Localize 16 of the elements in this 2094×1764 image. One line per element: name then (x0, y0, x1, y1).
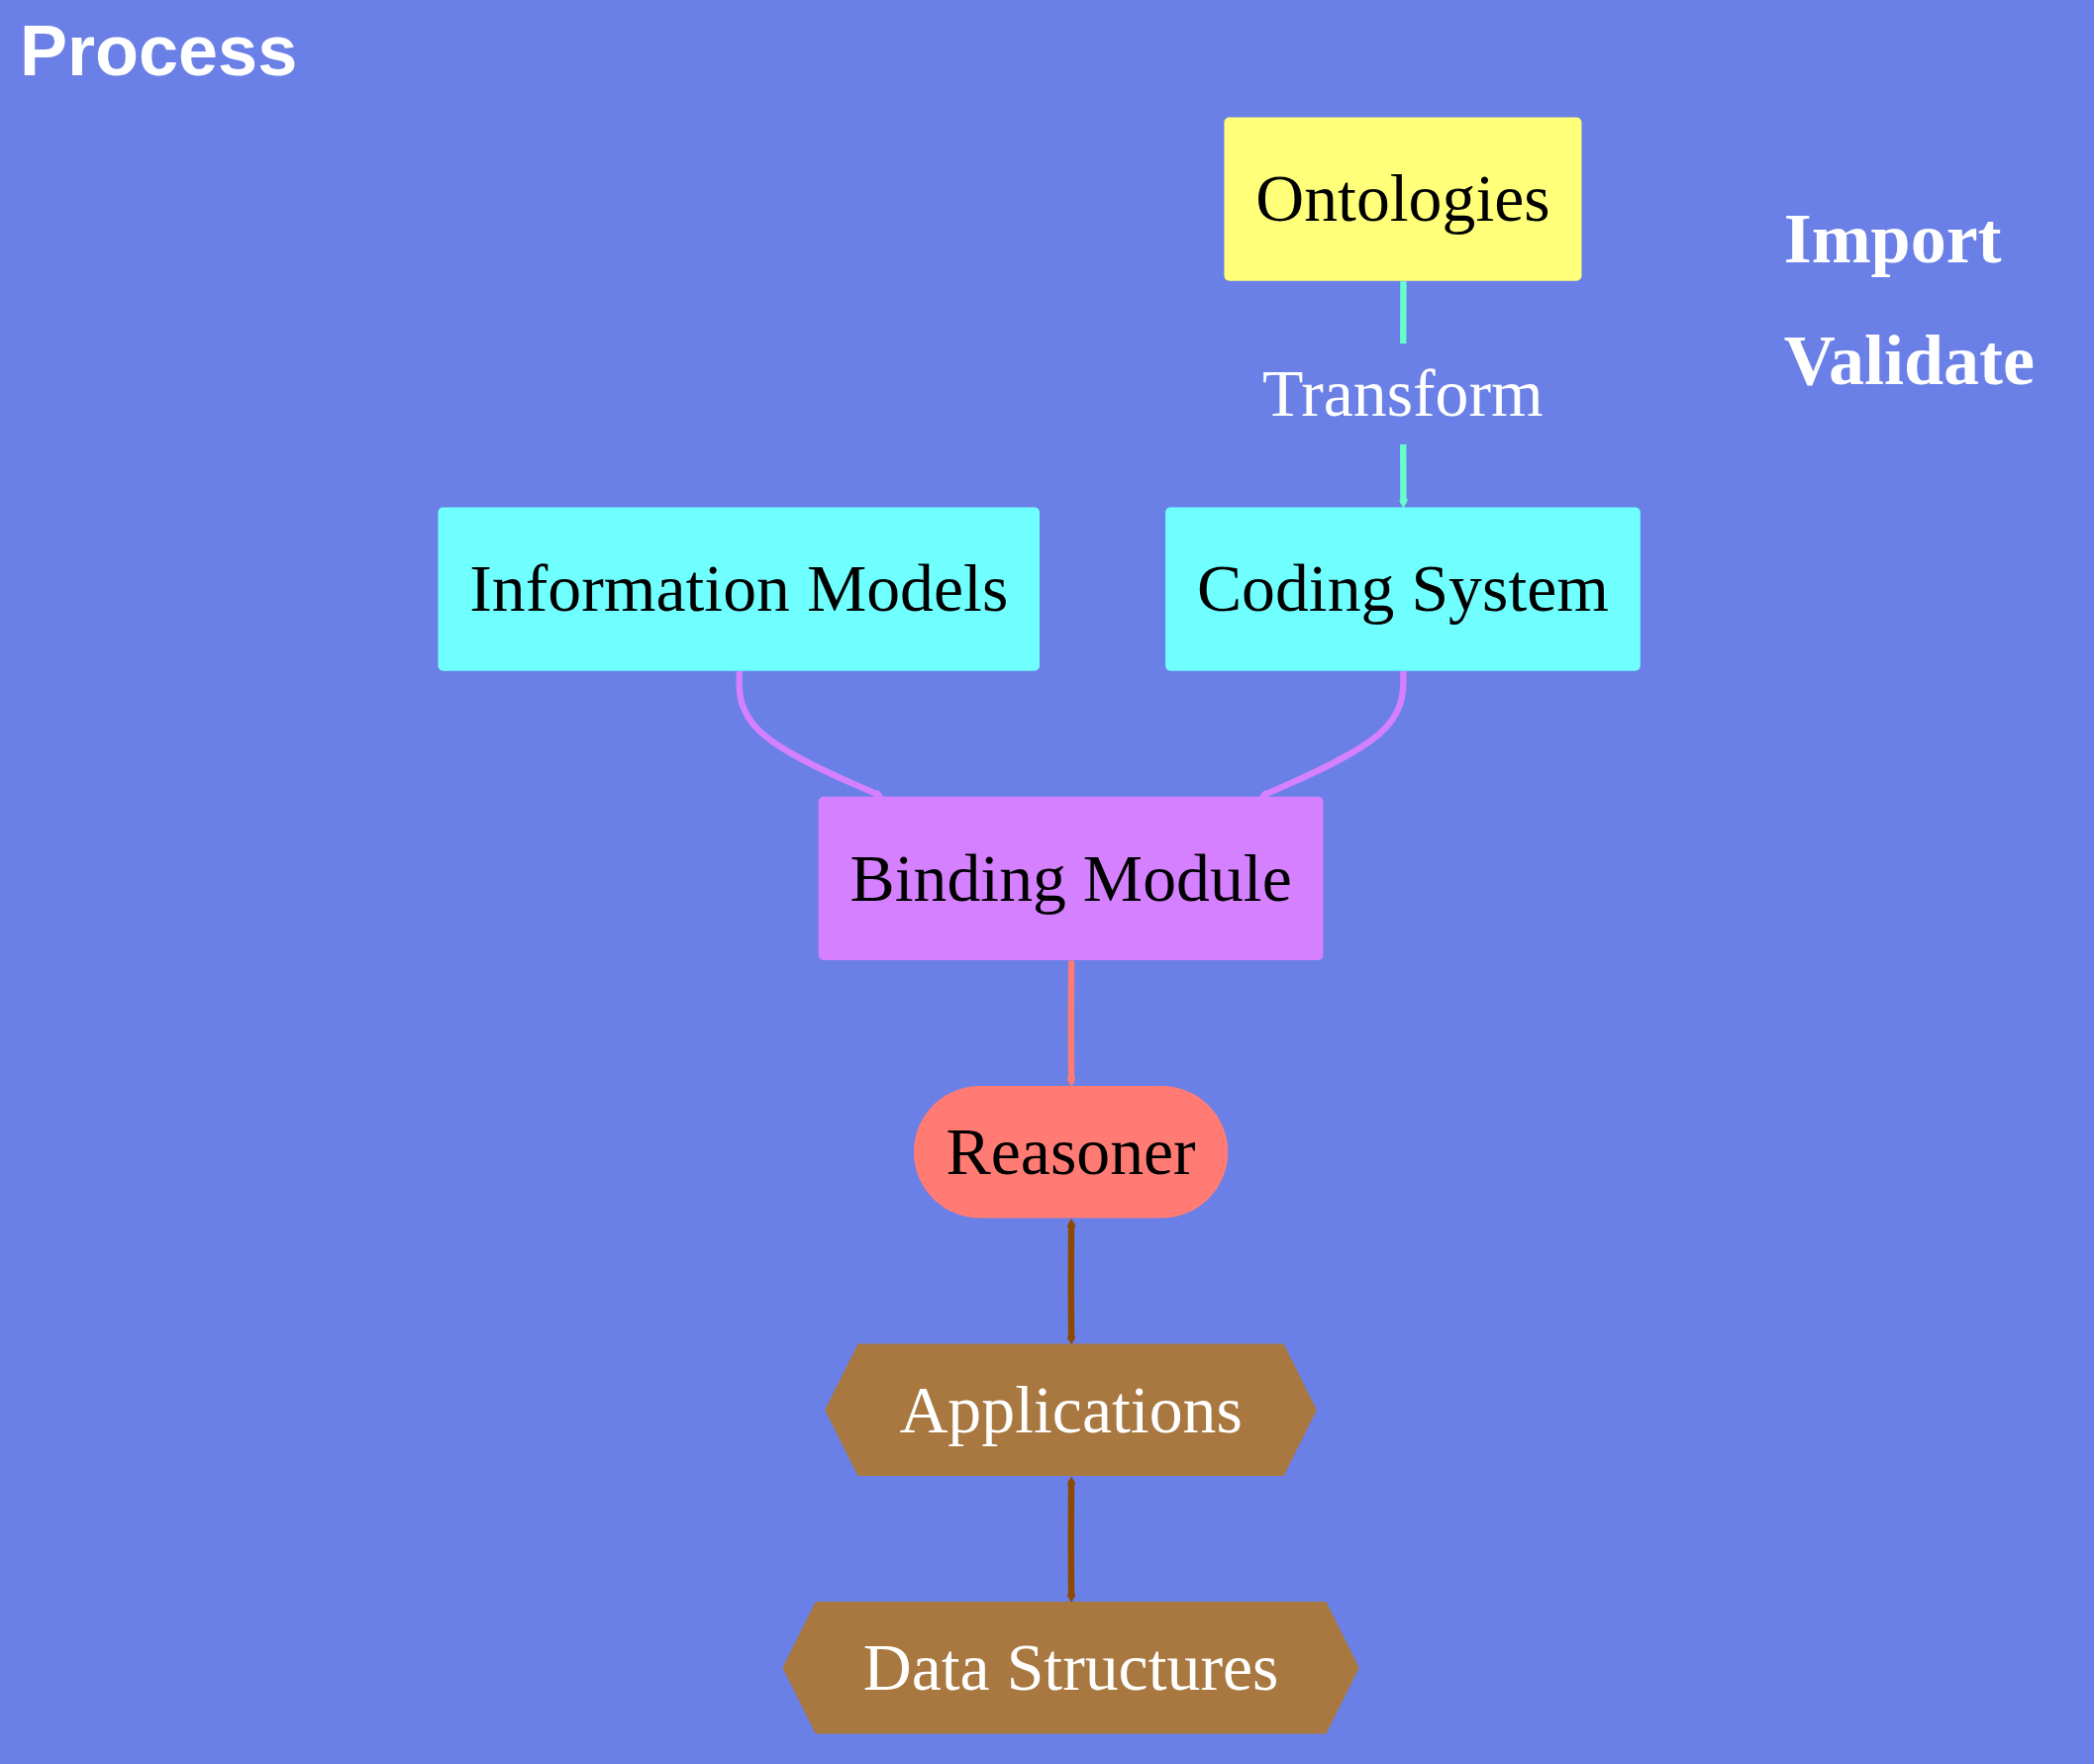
node-box: Ontologies (1224, 117, 1582, 281)
arrow (736, 671, 885, 799)
node-box: Reasoner (914, 1086, 1229, 1219)
node-box: Applications (825, 1343, 1318, 1476)
arrow (1066, 1476, 1077, 1604)
note-label: Import (1783, 198, 2003, 280)
edge-label: Transform (1262, 355, 1545, 432)
node-box: Data Structures (782, 1602, 1360, 1734)
node-box: Coding System (1165, 507, 1642, 671)
title: Process (20, 10, 298, 91)
arrow (1258, 671, 1407, 799)
node-box: Information Models (438, 507, 1041, 671)
arrow (1066, 1219, 1077, 1345)
note-label: Validate (1783, 320, 2035, 402)
node-box: Binding Module (819, 796, 1324, 960)
arrow (1066, 960, 1077, 1087)
